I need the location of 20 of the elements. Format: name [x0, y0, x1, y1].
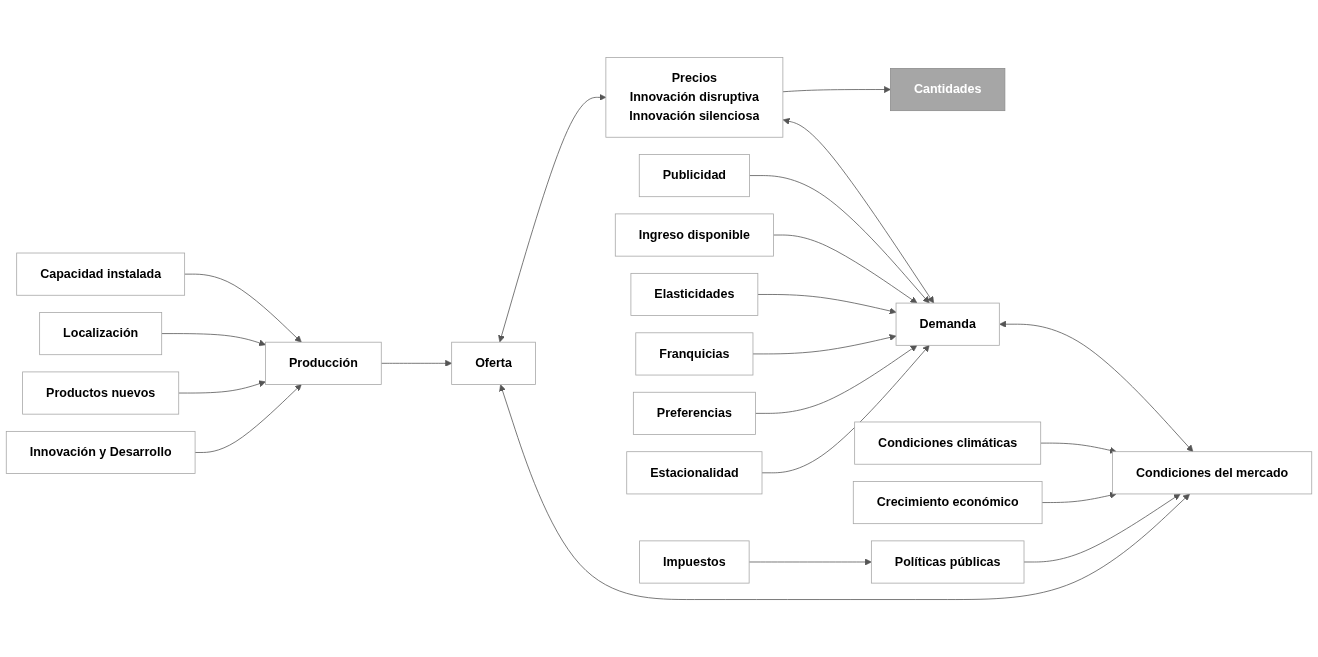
- node-box: Cantidades: [890, 68, 1006, 112]
- node-box: Innovación y Desarrollo: [5, 430, 196, 474]
- node-box: Políticas públicas: [870, 540, 1025, 584]
- node-box: Producción: [265, 341, 382, 385]
- node-box: Publicidad: [638, 154, 750, 198]
- node-box: Estacionalidad: [626, 451, 763, 495]
- node-box: Crecimiento económico: [852, 481, 1043, 525]
- node-box: Localización: [39, 312, 163, 356]
- node-box: Franquicias: [635, 332, 754, 376]
- node-box: Ingreso disponible: [614, 213, 774, 257]
- node-box: Impuestos: [639, 540, 750, 584]
- node-box: Elasticidades: [630, 272, 759, 316]
- node-box: Condiciones climáticas: [854, 421, 1042, 465]
- node-box: Demanda: [895, 302, 1000, 346]
- node-box: Preferencias: [632, 391, 756, 435]
- node-box: Precios Innovación disruptiva Innovación silenciosa: [605, 57, 784, 138]
- node-box: Productos nuevos: [22, 371, 180, 415]
- node-box: Condiciones del mercado: [1112, 451, 1313, 495]
- node-box: Oferta: [451, 341, 536, 385]
- node-box: Capacidad instalada: [16, 252, 186, 296]
